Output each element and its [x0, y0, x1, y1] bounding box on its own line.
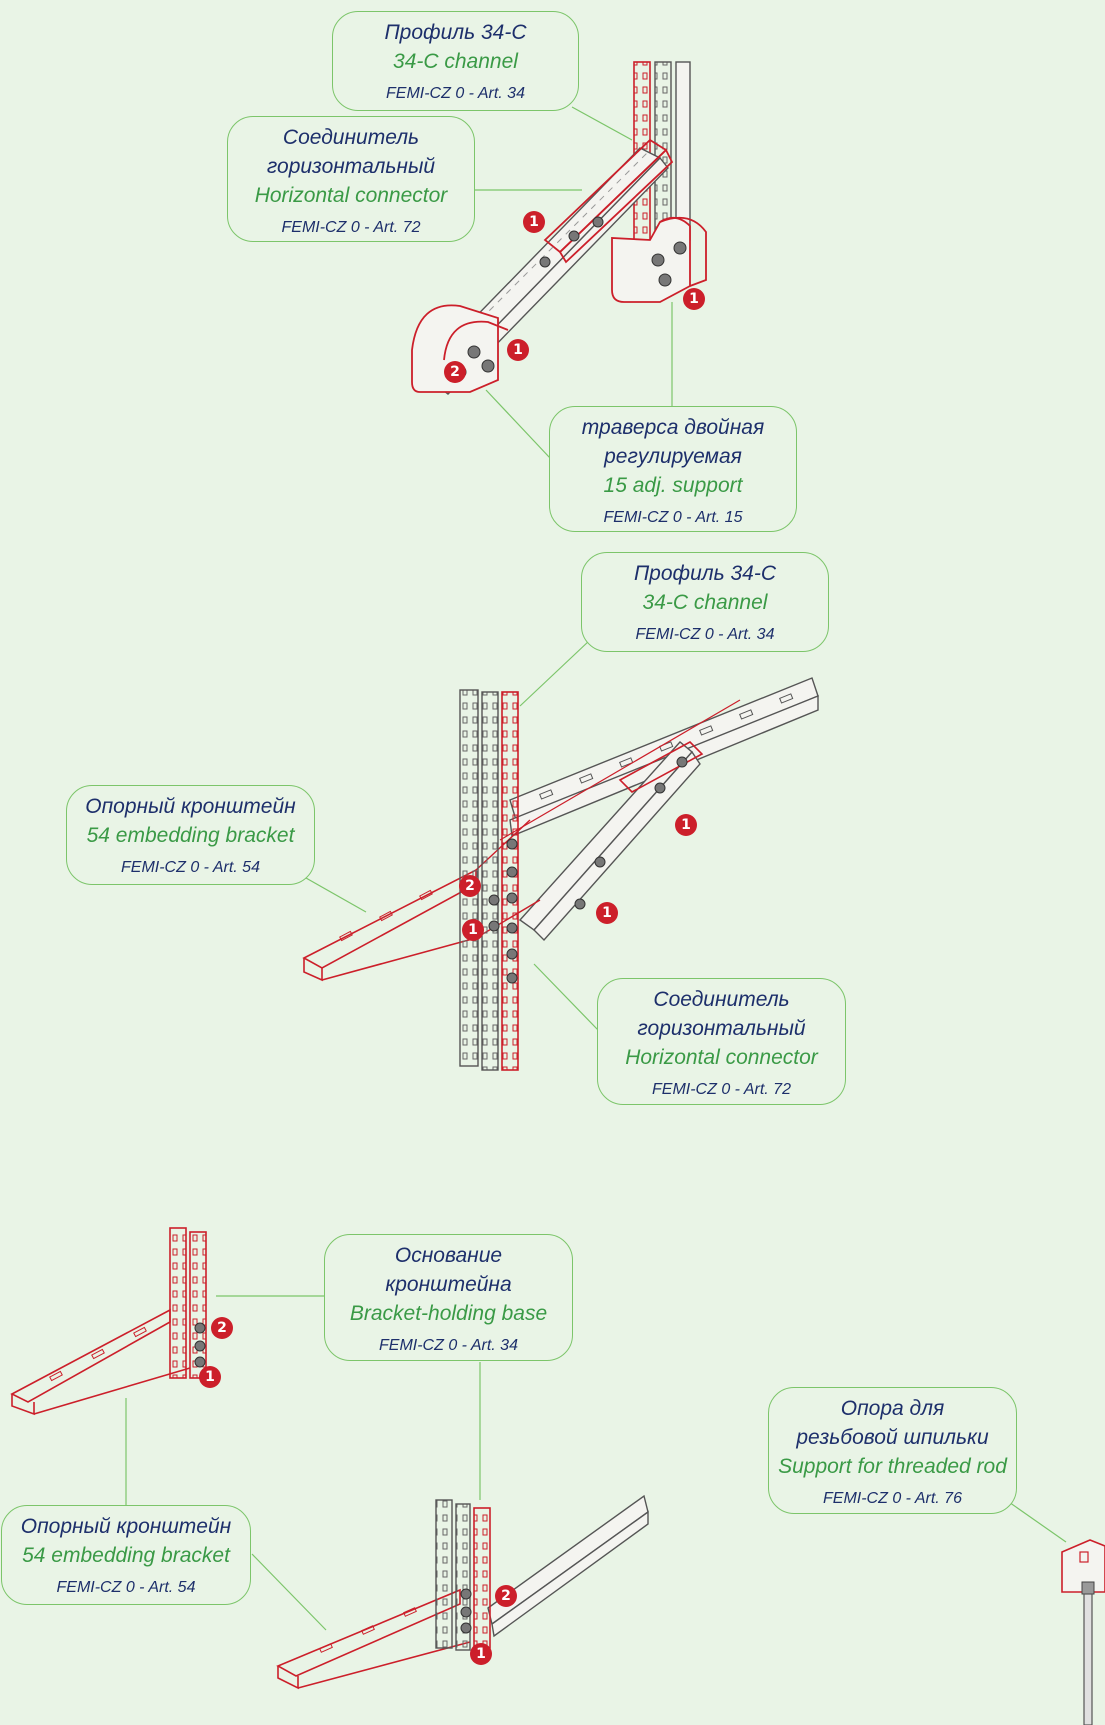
callout-embedding-bracket-bottom: Опорный кронштейн 54 embedding bracket F…	[1, 1505, 251, 1605]
callout-article: FEMI-CZ 0 - Art. 34	[379, 1337, 518, 1354]
callout-34c-channel-top: Профиль 34-C 34-C channel FEMI-CZ 0 - Ar…	[332, 11, 579, 111]
callout-ru-label: Основание кронштейна	[385, 1244, 512, 1296]
assembly-3	[10, 1227, 324, 1506]
callout-en-label: Support for threaded rod	[778, 1455, 1007, 1478]
callout-ru-label: Профиль 34-C	[633, 562, 777, 585]
callout-ru-label: Опора для резьбовой шпильки	[796, 1397, 989, 1449]
callout-ru-label: Соединитель горизонтальный	[637, 988, 806, 1040]
callout-article: FEMI-CZ 0 - Art. 76	[823, 1490, 962, 1507]
threaded-rod-support	[1005, 1499, 1105, 1725]
callout-article: FEMI-CZ 0 - Art. 15	[603, 509, 743, 526]
badge-1: 1	[507, 339, 529, 361]
callout-ru-label: Профиль 34-C	[384, 21, 527, 44]
callout-en-label: 34-C channel	[393, 50, 518, 73]
badge-2: 2	[444, 361, 466, 383]
badge-1: 1	[675, 814, 697, 836]
badge-2: 2	[459, 875, 481, 897]
callout-adj-support: траверса двойная регулируемая 15 adj. su…	[549, 406, 797, 532]
badge-1: 1	[523, 211, 545, 233]
callout-en-label: Bracket-holding base	[349, 1302, 548, 1325]
callout-horizontal-connector-top: Соединитель горизонтальный Horizontal co…	[227, 116, 475, 242]
callout-embedding-bracket-middle: Опорный кронштейн 54 embedding bracket F…	[66, 785, 315, 885]
callout-article: FEMI-CZ 0 - Art. 72	[652, 1081, 791, 1098]
assembly-2	[302, 639, 819, 1071]
callout-en-label: Horizontal connector	[625, 1046, 818, 1069]
badge-1: 1	[199, 1366, 221, 1388]
callout-article: FEMI-CZ 0 - Art. 54	[56, 1579, 196, 1596]
callout-article: FEMI-CZ 0 - Art. 72	[281, 219, 421, 236]
callout-threaded-rod-support: Опора для резьбовой шпильки Support for …	[768, 1387, 1017, 1514]
callout-article: FEMI-CZ 0 - Art. 54	[121, 859, 260, 876]
callout-horizontal-connector-middle: Соединитель горизонтальный Horizontal co…	[597, 978, 846, 1105]
callout-ru-label: траверса двойная регулируемая	[581, 416, 765, 468]
callout-article: FEMI-CZ 0 - Art. 34	[635, 626, 775, 643]
callout-ru-label: Опорный кронштейн	[20, 1515, 232, 1538]
badge-2: 2	[495, 1585, 517, 1607]
assembly-4	[251, 1362, 649, 1690]
badge-1: 1	[462, 919, 484, 941]
callout-34c-channel-middle: Профиль 34-C 34-C channel FEMI-CZ 0 - Ar…	[581, 552, 829, 652]
assembly-1	[411, 61, 707, 459]
callout-bracket-holding-base: Основание кронштейна Bracket-holding bas…	[324, 1234, 573, 1361]
callout-en-label: 54 embedding bracket	[86, 824, 295, 847]
callout-article: FEMI-CZ 0 - Art. 34	[386, 85, 525, 102]
callout-en-label: 34-C channel	[642, 591, 768, 614]
callout-ru-label: Опорный кронштейн	[85, 795, 296, 818]
callout-ru-label: Соединитель горизонтальный	[266, 126, 436, 178]
badge-1: 1	[683, 288, 705, 310]
badge-2: 2	[211, 1317, 233, 1339]
callout-en-label: 15 adj. support	[603, 474, 743, 497]
badge-1: 1	[470, 1643, 492, 1665]
callout-en-label: Horizontal connector	[254, 184, 448, 207]
callout-en-label: 54 embedding bracket	[22, 1544, 230, 1567]
badge-1: 1	[596, 902, 618, 924]
